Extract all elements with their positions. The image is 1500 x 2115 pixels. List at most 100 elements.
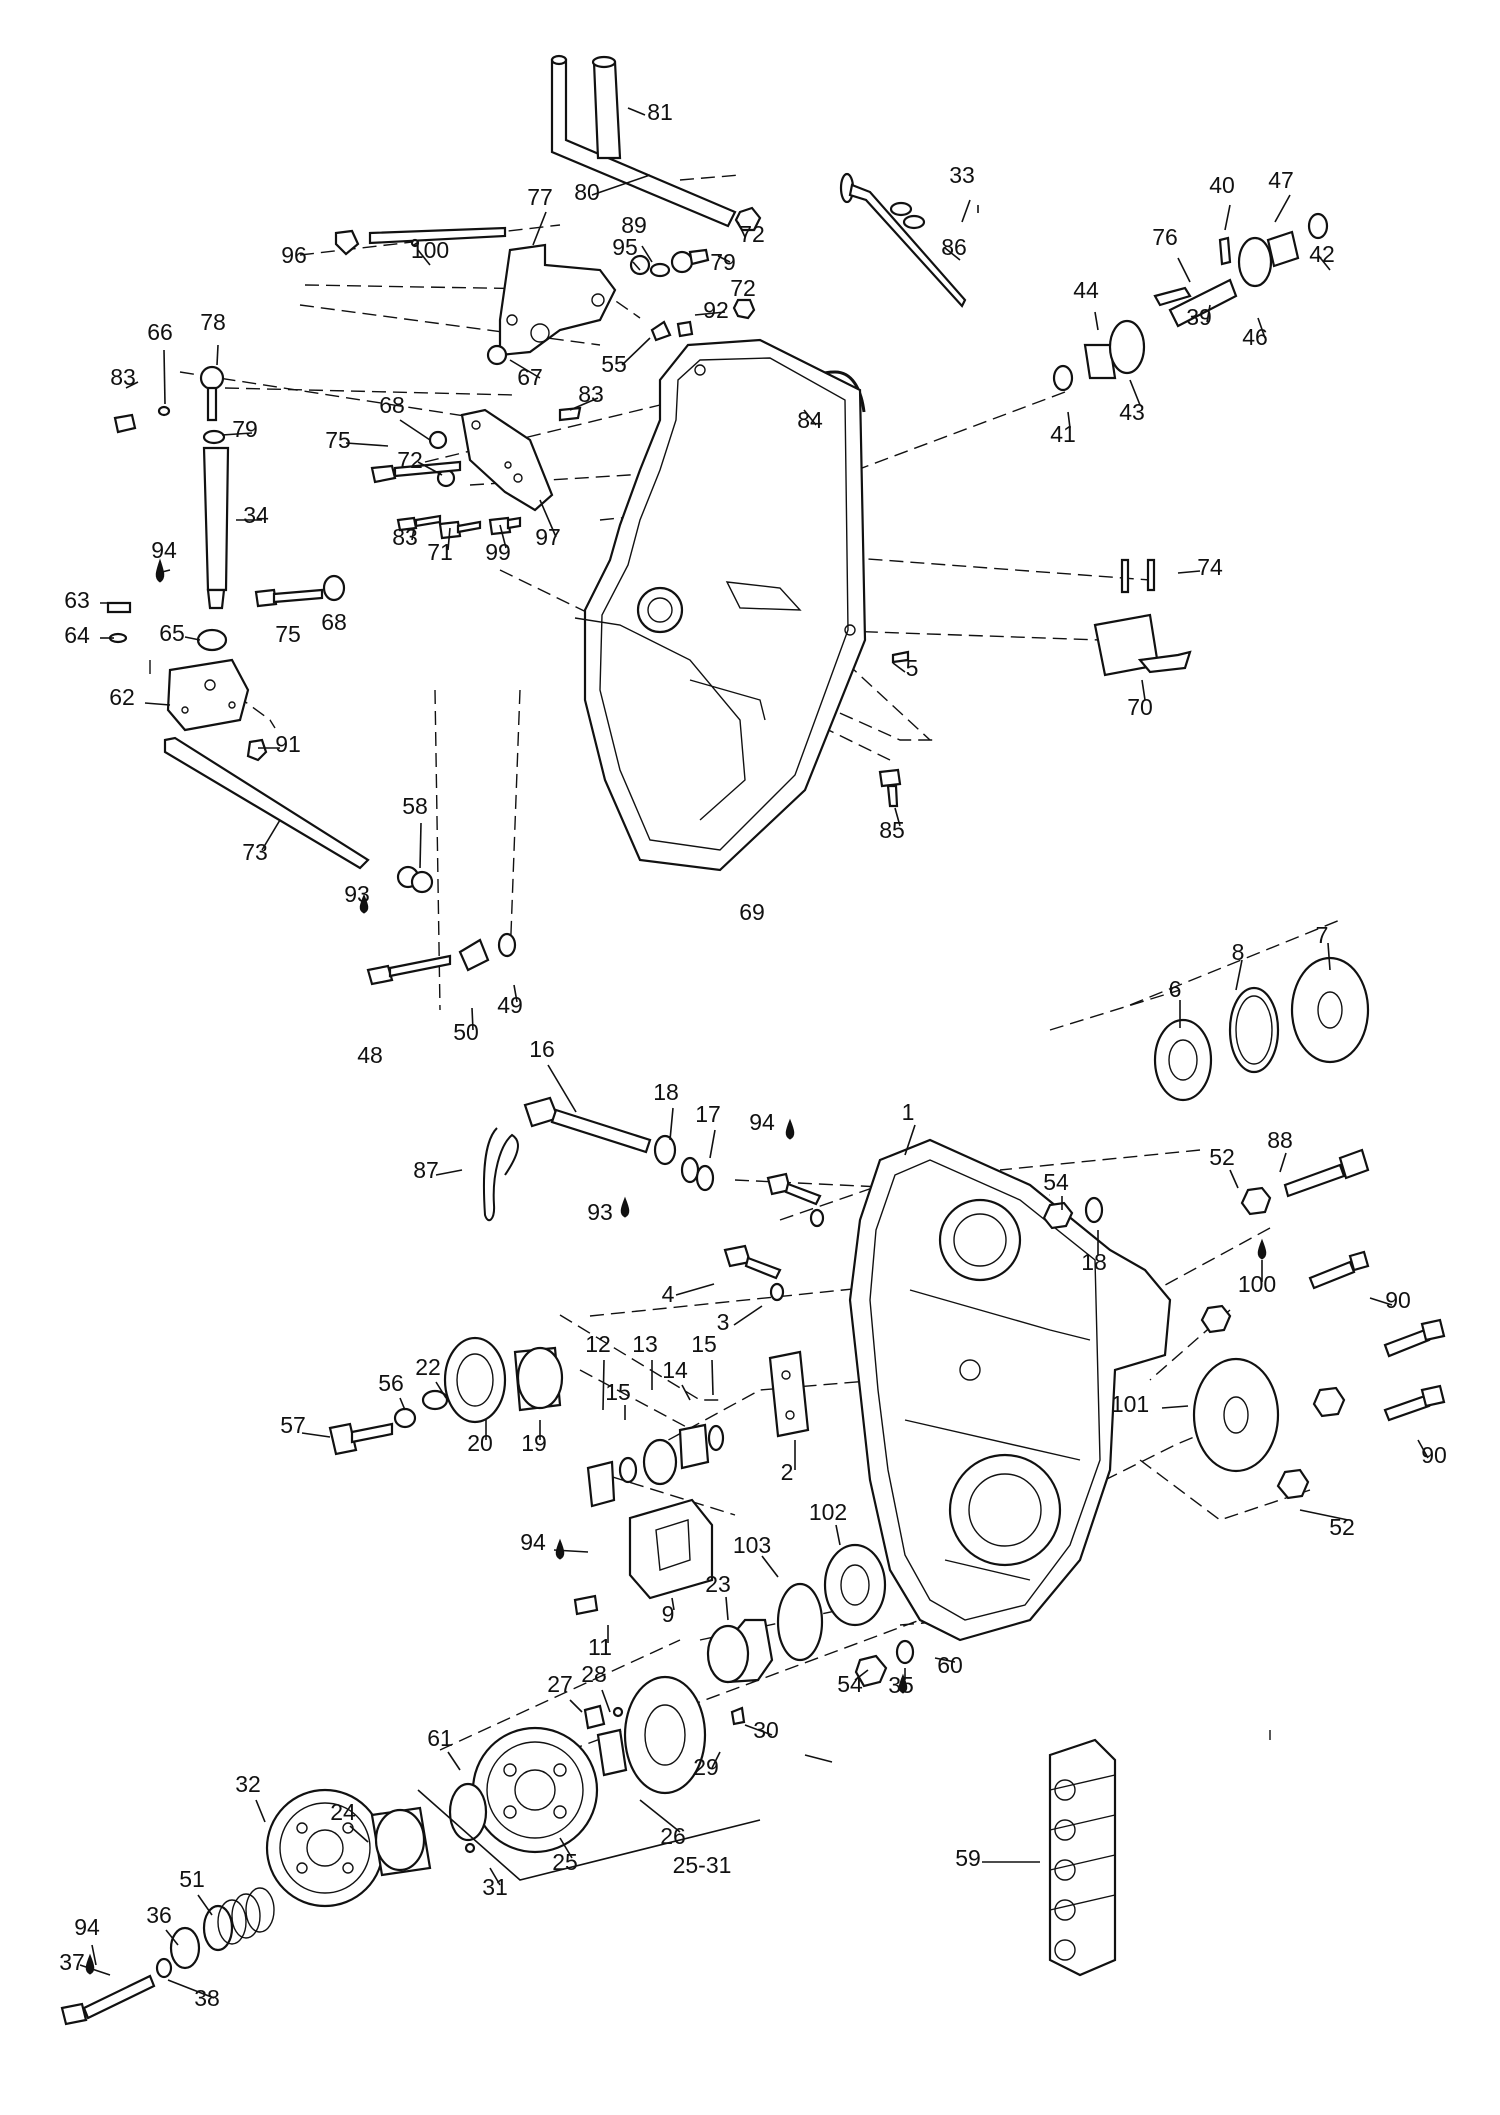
part-number-label: 83: [392, 524, 418, 550]
leader-line: [163, 349, 166, 405]
part-number-label: 75: [325, 427, 351, 453]
leader-line: [435, 1169, 463, 1176]
part-number-label: 92: [703, 297, 729, 323]
leader-line: [144, 702, 171, 706]
part-number-label: 101: [1111, 1391, 1149, 1417]
leader-line: [1369, 1297, 1393, 1306]
chain-59: [1048, 1738, 1117, 1977]
leader-line: [399, 419, 431, 441]
part-number-label: 52: [1329, 1514, 1355, 1540]
chaincase-cover-69: [574, 338, 867, 872]
part-number-label: 52: [1209, 1144, 1235, 1170]
part-number-label: 25-31: [673, 1852, 732, 1878]
part-number-label: 41: [1050, 421, 1076, 447]
leader-line: [602, 1359, 605, 1411]
leader-line: [669, 1107, 674, 1141]
slider-2: [768, 1350, 810, 1438]
part-number-label: 60: [937, 1652, 963, 1678]
bearing-carrier-9: [555, 1423, 725, 1616]
part-number-label: 97: [535, 524, 561, 550]
part-number-label: 7: [1316, 922, 1329, 948]
leader-line: [417, 461, 443, 476]
bolts-3-4: [723, 1118, 825, 1302]
leader-line: [435, 1381, 447, 1399]
part-number-label: 57: [280, 1412, 306, 1438]
part-number-label: 40: [1209, 172, 1235, 198]
part-number-label: 33: [949, 162, 975, 188]
part-number-label: 73: [242, 839, 268, 865]
nut-72-top: [734, 206, 762, 232]
part-number-label: 99: [485, 539, 511, 565]
part-number-label: 6: [1169, 976, 1182, 1002]
part-number-label: 56: [378, 1370, 404, 1396]
sprocket-25: [471, 1726, 599, 1854]
part-number-label: 48: [357, 1042, 383, 1068]
part-number-label: 86: [941, 234, 967, 260]
plate-97: [428, 406, 582, 512]
part-number-label: 68: [379, 392, 405, 418]
part-number-label: 42: [1309, 241, 1335, 267]
group-bracket: [417, 1789, 761, 1881]
part-number-label: 26: [660, 1823, 686, 1849]
leader-line: [447, 1751, 461, 1771]
part-number-label: 80: [574, 179, 600, 205]
part-number-label: 34: [243, 502, 269, 528]
leader-line: [417, 249, 431, 266]
part-number-label: 15: [605, 1379, 631, 1405]
leader-line: [489, 1867, 501, 1886]
part-number-label: 5: [906, 655, 919, 681]
part-number-label: 64: [64, 622, 90, 648]
part-number-label: 37: [59, 1949, 85, 1975]
part-number-label: 46: [1242, 324, 1268, 350]
leader-line: [1177, 257, 1191, 283]
part-number-label: 36: [146, 1902, 172, 1928]
part-number-label: 90: [1421, 1442, 1447, 1468]
leader-line: [711, 1751, 721, 1769]
part-number-label: 91: [275, 731, 301, 757]
leader-line: [892, 662, 906, 673]
part-number-label: 49: [497, 992, 523, 1018]
leader-line: [345, 442, 389, 447]
part-number-label: 1: [902, 1099, 915, 1125]
leader-line: [471, 1007, 474, 1031]
right-hardware: [1042, 1148, 1446, 1500]
bearing-102: [706, 1543, 915, 1694]
sprocket-32: [265, 1782, 488, 1908]
part-number-label: 13: [632, 1331, 658, 1357]
part-number-label: 72: [730, 275, 756, 301]
part-number-label: 4: [662, 1281, 675, 1307]
leader-line: [711, 1359, 714, 1396]
part-number-label: 87: [413, 1157, 439, 1183]
leader-line: [1177, 570, 1201, 574]
leader-line: [641, 245, 653, 263]
part-number-label: 51: [179, 1866, 205, 1892]
leader-line: [894, 807, 901, 827]
part-number-label: 69: [739, 899, 765, 925]
part-number-label: 8: [1232, 939, 1245, 965]
part-number-label: 62: [109, 684, 135, 710]
part-number-label: 59: [955, 1845, 981, 1871]
bolt-85: [878, 650, 910, 808]
part-number-label: 68: [321, 609, 347, 635]
leader-line: [125, 381, 139, 389]
part-number-label: 96: [281, 242, 307, 268]
part-number-label: 70: [1127, 694, 1153, 720]
part-number-label: 89: [621, 212, 647, 238]
part-number-label: 79: [232, 416, 258, 442]
shift-knob-81: [591, 55, 622, 160]
leader-line: [1229, 1169, 1239, 1189]
leader-line: [632, 261, 641, 271]
leader-line: [197, 1894, 213, 1916]
leader-line: [627, 107, 646, 116]
leader-line: [419, 822, 422, 869]
part-number-label: 67: [517, 364, 543, 390]
part-number-label: 93: [587, 1199, 613, 1225]
part-number-label: 12: [585, 1331, 611, 1357]
chaincase-1: [848, 1138, 1172, 1642]
part-number-label: 15: [691, 1331, 717, 1357]
leader-line: [221, 432, 253, 436]
leader-line: [216, 344, 219, 366]
leader-line: [1141, 679, 1146, 701]
